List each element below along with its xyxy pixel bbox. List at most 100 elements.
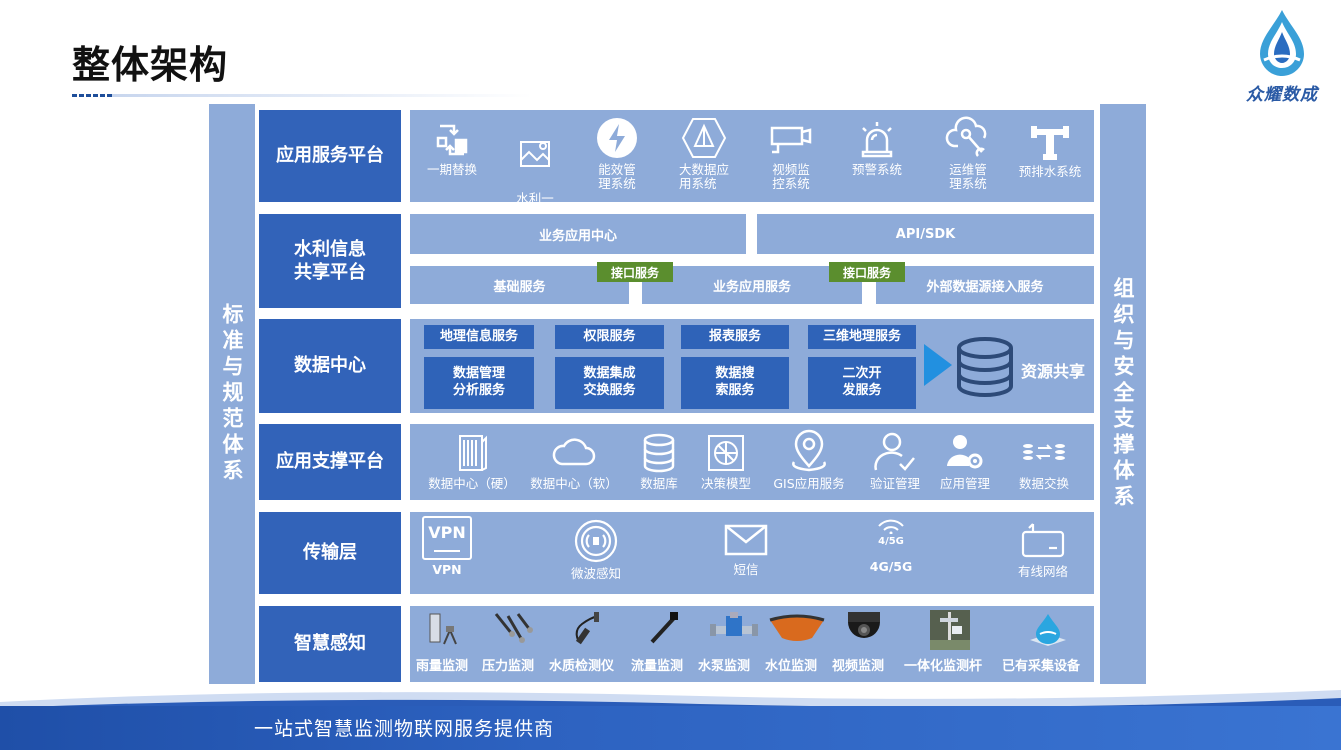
standards-column: 标准与规范体系 (209, 104, 255, 684)
network-hexagon-icon (681, 118, 727, 158)
app-item-label: 预排水系统 (1018, 164, 1082, 179)
app-item-drainage[interactable]: 预排水系统 (1010, 120, 1090, 179)
support-item-app-mgmt[interactable]: 应用管理 (932, 430, 998, 491)
interface-service-tag[interactable]: 接口服务 (597, 262, 673, 282)
dc-service-data-mgmt[interactable]: 数据管理 分析服务 (424, 357, 534, 409)
page-title: 整体架构 (72, 43, 229, 87)
alarm-light-icon (861, 122, 893, 158)
layer-label-transport: 传输层 (259, 512, 401, 594)
support-item-label: 决策模型 (700, 476, 751, 491)
support-item-label: 数据中心（硬） (428, 476, 516, 491)
dc-service-report[interactable]: 报表服务 (681, 325, 789, 349)
layer-label-support-platform: 应用支撑平台 (259, 424, 401, 500)
transport-item-vpn[interactable]: VPN VPN (416, 516, 478, 577)
sensing-item-existing[interactable]: 已有采集设备 (1002, 659, 1081, 674)
transport-item-wired[interactable]: 有线网络 (1008, 518, 1078, 579)
support-item-database[interactable]: 数据库 (628, 432, 690, 491)
pipe-icon (1031, 126, 1069, 160)
dc-service-search[interactable]: 数据搜 索服务 (681, 357, 789, 409)
app-item-phase1[interactable]: 一期替换 (416, 120, 488, 177)
app-item-label: 运维管 理系统 (949, 162, 987, 192)
api-sdk-bar[interactable]: API/SDK (757, 214, 1094, 254)
sensing-item-water-quality[interactable]: 水质检测仪 (549, 659, 615, 674)
app-item-bigdata[interactable]: 大数据应 用系统 (664, 116, 744, 192)
map-pin-icon (792, 429, 826, 472)
app-item-water-map[interactable]: 水利一 张图 (500, 120, 570, 221)
external-source-bar[interactable]: 外部数据源接入服务 (876, 266, 1094, 304)
app-item-label: 预警系统 (851, 162, 902, 177)
water-level-radar-icon (769, 614, 825, 641)
cloud-wrench-icon (945, 116, 987, 157)
user-gear-icon (947, 435, 983, 469)
sensing-item-video[interactable]: 视频监测 (832, 659, 885, 674)
company-logo: 众耀数成 (1232, 8, 1332, 105)
layer-label-sensing: 智慧感知 (259, 606, 401, 682)
transport-panel: VPN VPN 微波感知 短信 4/5G 4G/5G 有线网络 (410, 512, 1094, 594)
monitoring-pole-icon (930, 610, 970, 650)
sensing-item-rain[interactable]: 雨量监测 (416, 659, 469, 674)
title-underline (72, 94, 532, 97)
dc-service-3d[interactable]: 三维地理服务 (808, 325, 916, 349)
support-item-label: GIS应用服务 (773, 476, 845, 491)
transport-item-label: VPN (432, 562, 462, 577)
interface-service-tag[interactable]: 接口服务 (829, 262, 905, 282)
transport-item-4g5g[interactable]: 4/5G 4G/5G (860, 518, 922, 574)
app-item-label: 一期替换 (426, 162, 477, 177)
wireless-signal-icon (878, 519, 904, 534)
business-service-bar[interactable]: 业务应用服务 (642, 266, 862, 304)
brand-name: 众耀数成 (1246, 85, 1318, 105)
router-icon (1021, 523, 1065, 558)
envelope-icon (724, 524, 768, 556)
user-check-icon (874, 432, 915, 471)
vpn-icon-text: VPN (428, 523, 466, 542)
sensing-item-level[interactable]: 水位监测 (765, 659, 818, 674)
app-item-ops[interactable]: 运维管 理系统 (932, 116, 1004, 192)
business-center-bar[interactable]: 业务应用中心 (410, 214, 746, 254)
4g5g-icon-text: 4/5G (878, 536, 904, 547)
support-item-label: 数据交换 (1018, 476, 1069, 491)
transport-item-microwave[interactable]: 微波感知 (560, 518, 632, 581)
support-item-label: 数据中心（软） (530, 476, 618, 491)
rain-gauge-icon (429, 613, 457, 645)
app-item-video[interactable]: 视频监 控系统 (756, 120, 826, 192)
vpn-icon: VPN (422, 516, 472, 560)
footer-bar (0, 706, 1341, 750)
cloud-icon (552, 438, 596, 466)
decision-model-icon (708, 435, 744, 471)
dc-service-geo[interactable]: 地理信息服务 (424, 325, 534, 349)
basic-service-bar[interactable]: 基础服务 (410, 266, 629, 304)
transport-item-sms[interactable]: 短信 (716, 520, 776, 577)
dc-service-dev[interactable]: 二次开 发服务 (808, 357, 916, 409)
support-item-gis[interactable]: GIS应用服务 (766, 428, 852, 491)
app-item-label: 视频监 控系统 (772, 162, 810, 192)
database-icon (643, 433, 675, 473)
support-item-label: 应用管理 (939, 476, 990, 491)
footer-slogan: 一站式智慧监测物联网服务提供商 (254, 718, 555, 740)
support-item-dc-soft[interactable]: 数据中心（软） (526, 432, 622, 491)
database-icon (957, 337, 1013, 397)
support-item-dc-hard[interactable]: 数据中心（硬） (424, 432, 520, 491)
support-item-exchange[interactable]: 数据交换 (1010, 432, 1078, 491)
support-item-label: 数据库 (640, 476, 678, 491)
data-exchange-icon (1023, 444, 1065, 460)
swap-icon (436, 124, 468, 156)
sensing-item-pole[interactable]: 一体化监测杆 (904, 659, 983, 674)
app-item-label: 大数据应 用系统 (678, 162, 729, 192)
pressure-sensor-icon (494, 613, 533, 643)
support-item-auth[interactable]: 验证管理 (862, 430, 928, 491)
layer-label-data-center: 数据中心 (259, 319, 401, 413)
app-item-label: 能效管 理系统 (598, 162, 636, 192)
map-icon (520, 141, 550, 168)
transport-item-label: 短信 (733, 562, 759, 577)
dc-service-integration[interactable]: 数据集成 交换服务 (555, 357, 664, 409)
flow-meter-icon (650, 612, 678, 644)
sensing-item-pressure[interactable]: 压力监测 (482, 659, 535, 674)
app-item-warning[interactable]: 预警系统 (842, 120, 912, 177)
support-item-decision[interactable]: 决策模型 (692, 432, 760, 491)
dc-service-permission[interactable]: 权限服务 (555, 325, 664, 349)
sensing-item-flow[interactable]: 流量监测 (631, 659, 684, 674)
app-item-energy[interactable]: 能效管 理系统 (582, 116, 652, 192)
resource-share-label: 资源共享 (1021, 362, 1086, 381)
sensing-item-pump[interactable]: 水泵监测 (698, 659, 751, 674)
lightning-icon (597, 118, 637, 158)
